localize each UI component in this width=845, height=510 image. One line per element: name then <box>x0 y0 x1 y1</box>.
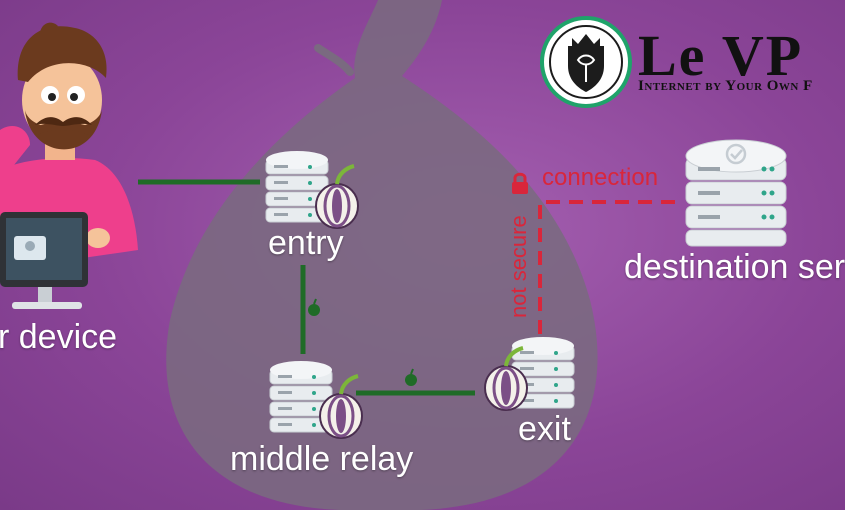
server-onion-icon <box>265 151 359 229</box>
server-onion-icon <box>269 361 363 439</box>
device-label: r device <box>0 318 118 356</box>
entry-label: entry <box>268 224 344 262</box>
brand-tagline: Internet by Your Own F <box>638 78 813 94</box>
onion-icon <box>405 368 417 386</box>
server-check-icon <box>685 139 787 247</box>
crowned-shield-logo-icon <box>540 16 632 108</box>
exit-label: exit <box>518 410 571 448</box>
connection-label: connection <box>542 164 659 191</box>
laptop-user-icon <box>0 22 138 309</box>
lock-icon <box>512 172 528 194</box>
not-secure-label: not secure <box>506 215 531 318</box>
destination-server-label: destination serve <box>624 248 845 286</box>
server-onion-icon <box>484 337 575 411</box>
onion-icon <box>308 298 320 316</box>
middle-relay-label: middle relay <box>230 440 414 478</box>
brand-name: Le VP <box>638 23 804 88</box>
